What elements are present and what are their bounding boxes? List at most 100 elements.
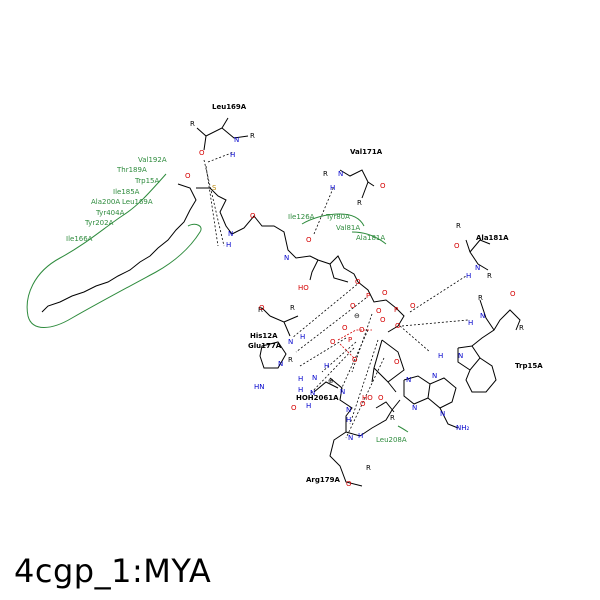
atom-n: N (480, 312, 485, 320)
atom-o: O (185, 172, 191, 180)
atom-o: O (350, 302, 356, 310)
atom-o: O (259, 304, 265, 312)
label-his12a: His12A (250, 332, 278, 340)
label-leu169a: Leu169A (122, 198, 153, 206)
atom-r: R (366, 464, 371, 472)
atom-o: O (199, 149, 205, 157)
hydrophobic-arc-right (351, 231, 387, 245)
atom-r: R (487, 272, 492, 280)
label-glu177a: Glu177A (248, 342, 282, 350)
hydrogen-bonds (203, 151, 469, 439)
atom-ho: HO (298, 284, 309, 292)
atom-r: R (258, 306, 263, 314)
atom-o: O (346, 480, 352, 488)
atom-p: P (366, 292, 370, 300)
atom-h: H (298, 386, 303, 394)
atom-n: N (475, 264, 480, 272)
label-leu169a-top: Leu169A (212, 103, 247, 111)
atom-h: H (298, 375, 303, 383)
atom-o: O (394, 358, 400, 366)
label-ile166a: Ile166A (66, 235, 93, 243)
atom-o: O (355, 278, 361, 286)
atom-s: S (212, 184, 217, 192)
label-tyr404a: Tyr404A (95, 209, 125, 217)
atom-r: R (323, 170, 328, 178)
atom-o: O (360, 400, 366, 408)
atom-o: O (330, 338, 336, 346)
atom-n: N (288, 338, 293, 346)
atom-r: R (390, 414, 395, 422)
label-tyr202a: Tyr202A (84, 219, 114, 227)
atom-o: O (382, 289, 388, 297)
atom-r: R (250, 132, 255, 140)
atom-r: R (456, 222, 461, 230)
label-val171a: Val171A (350, 148, 383, 156)
label-ala200a: Ala200A (91, 198, 120, 206)
atom-r: R (190, 120, 195, 128)
atom-h: H (358, 432, 363, 440)
atom-h: H (324, 362, 329, 370)
atom-n: N (440, 410, 445, 418)
atom-h: H (438, 352, 443, 360)
atom-n: N (348, 434, 353, 442)
charge-minus: ⊖ (354, 312, 360, 320)
label-thr189a: Thr189A (116, 166, 147, 174)
label-ile126a: Ile126A (288, 213, 315, 221)
atom-n: N (284, 254, 289, 262)
atom-n: N (310, 389, 315, 397)
atom-h: H (226, 241, 231, 249)
label-leu208a: Leu208A (376, 436, 407, 444)
atom-p: P (394, 306, 398, 314)
atom-ho: HO (362, 394, 373, 402)
hydrophobic-arc-left (26, 173, 202, 328)
atom-r: R (290, 304, 295, 312)
atom-h: H (346, 416, 351, 424)
atom-n: N (412, 404, 417, 412)
atom-o: O (510, 290, 516, 298)
hydrophobic-arcs (26, 173, 409, 433)
atom-o: O (378, 394, 384, 402)
hydrophobic-arc-top (301, 213, 365, 227)
label-val192a: Val192A (138, 156, 167, 164)
atom-h: H (300, 333, 305, 341)
atom-o: O (454, 242, 460, 250)
atom-r: R (357, 199, 362, 207)
hydrophobic-arc-bottom (397, 425, 409, 433)
charge-plus: ⊕ (328, 377, 334, 385)
skeleton-bonds (41, 117, 521, 487)
atom-h: H (306, 402, 311, 410)
atom-labels: R R R R R R R R R R R R R O O O O O O O … (185, 120, 524, 488)
atom-o: O (410, 302, 416, 310)
label-tyr80a: Tyr80A (325, 213, 350, 221)
label-ala181a: Ala181A (476, 234, 509, 242)
atom-o: O (395, 322, 401, 330)
label-ala181a-hyd: Ala181A (356, 234, 385, 242)
atom-n: N (312, 374, 317, 382)
label-trp15a-right: Trp15A (515, 362, 543, 370)
atom-n: N (234, 136, 239, 144)
atom-o: O (380, 316, 386, 324)
figure-caption: 4cgp_1:MYA (14, 552, 212, 590)
atom-n: N (458, 352, 463, 360)
atom-n: N (340, 388, 345, 396)
atom-o: O (250, 212, 256, 220)
label-val81a: Val81A (336, 224, 360, 232)
label-ile185a: Ile185A (113, 188, 140, 196)
atom-h: H (468, 319, 473, 327)
atom-o: O (342, 324, 348, 332)
atom-o: O (291, 404, 297, 412)
atom-n: N (278, 360, 283, 368)
atom-r: R (288, 356, 293, 364)
label-hoh2061a: HOH2061A (296, 394, 339, 402)
residue-labels: Leu169A Val171A Ala181A His12A Glu177A T… (212, 103, 543, 484)
atom-n: N (432, 372, 437, 380)
label-arg179a: Arg179A (306, 476, 340, 484)
atom-n: N (346, 406, 351, 414)
atom-hn: HN (254, 383, 265, 391)
atom-p: P (348, 336, 352, 344)
atom-n: N (228, 230, 233, 238)
atom-nh2: NH₂ (456, 424, 470, 432)
atom-h: H (466, 272, 471, 280)
label-trp15a: Trp15A (134, 177, 159, 185)
